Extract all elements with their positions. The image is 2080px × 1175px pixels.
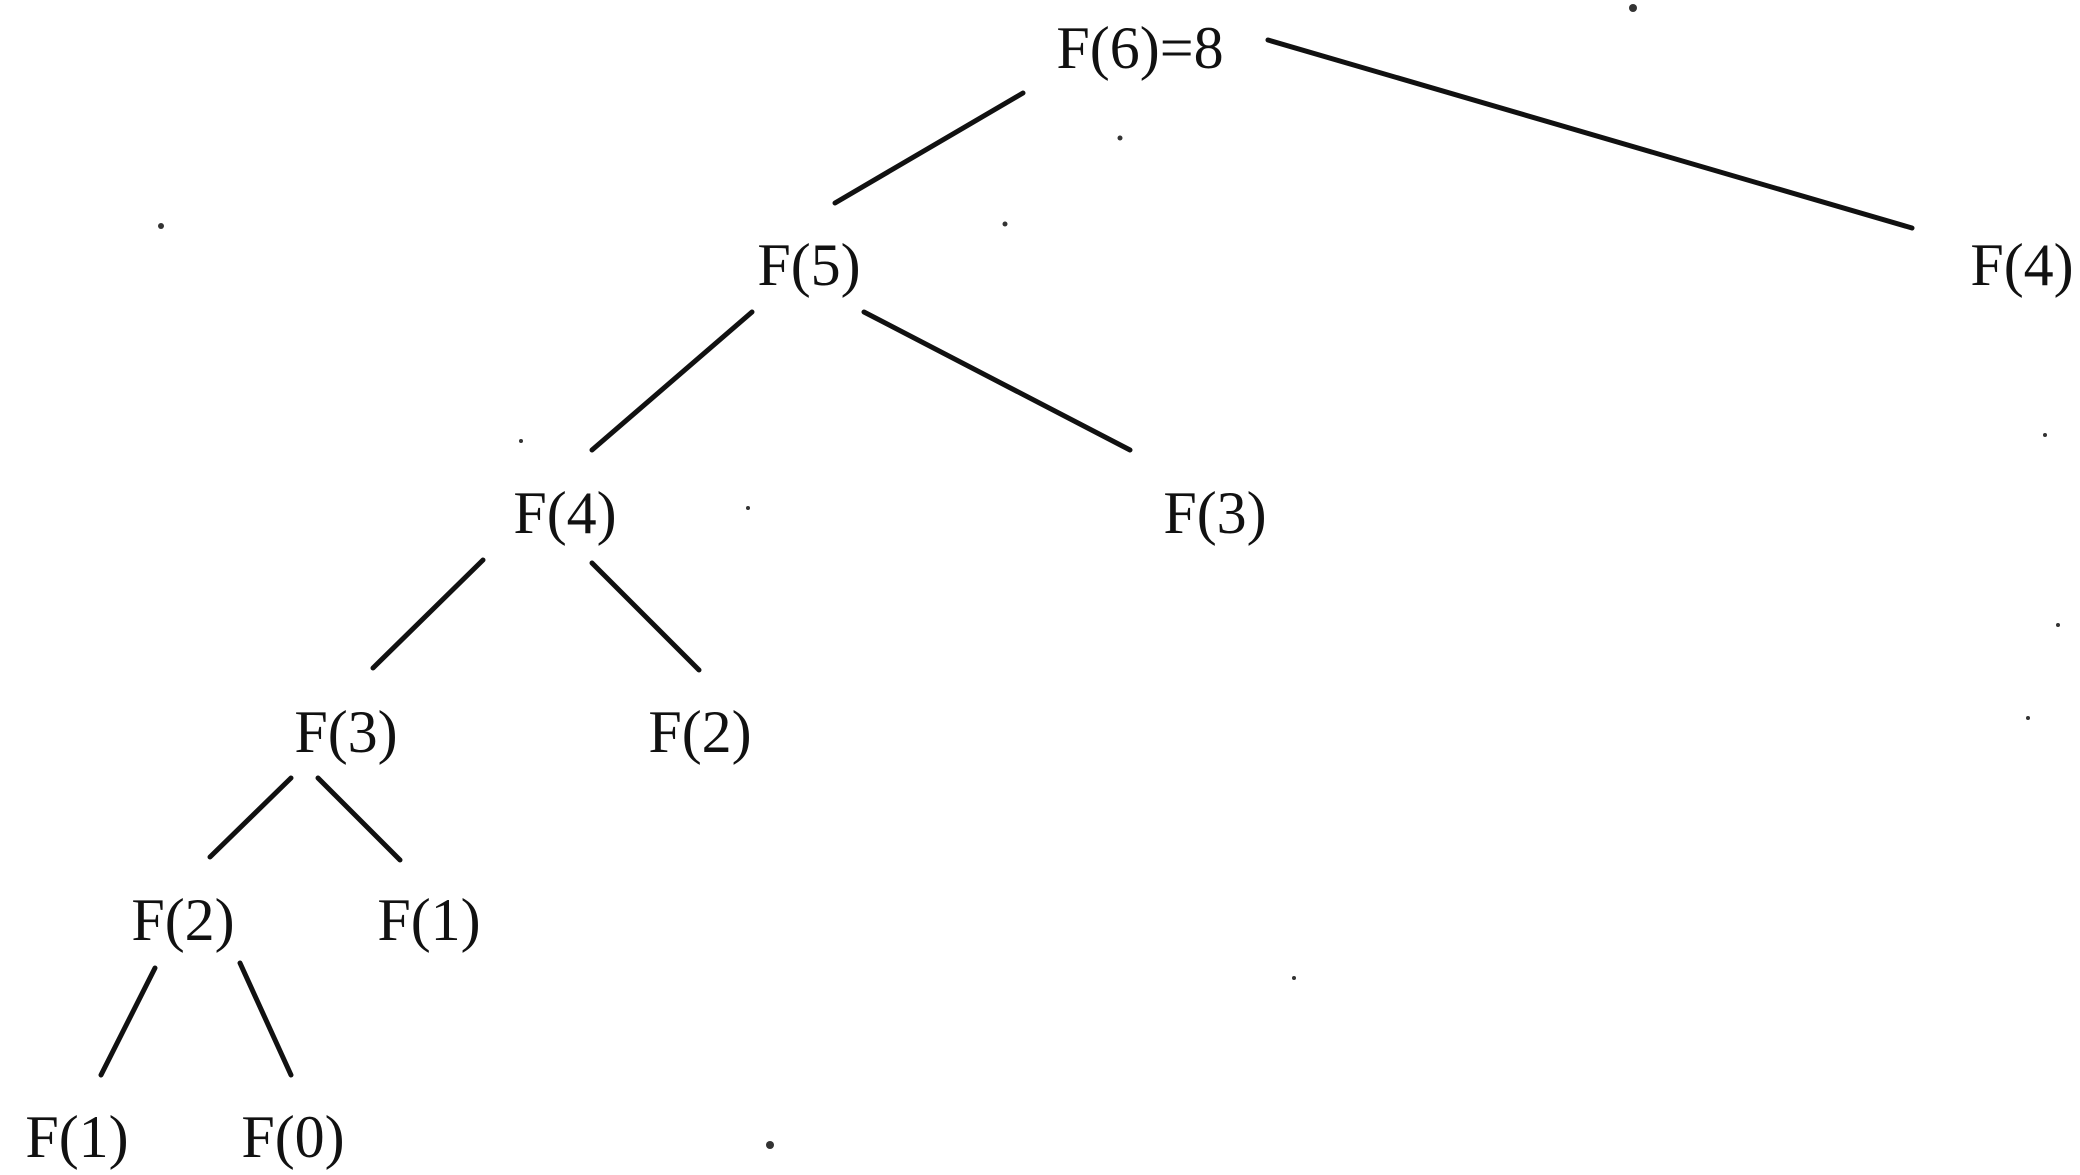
node-f6: F(6)=8 [1056,15,1223,81]
node-f4-right: F(4) [1970,232,2073,298]
edge-f3-left-f1-right [315,775,403,863]
node-f2-right: F(2) [648,699,751,765]
speck [2056,623,2060,627]
speck [158,223,164,229]
edge-f2-left-f0 [237,960,294,1078]
speck [519,439,523,443]
node-f4-left: F(4) [513,480,616,546]
node-f3-right: F(3) [1163,480,1266,546]
tree-nodes: F(6)=8 F(5) F(4) F(4) F(3) F(3) F(2) F(2… [25,15,2073,1170]
node-f0: F(0) [241,1104,344,1170]
node-f1-right: F(1) [377,887,480,953]
edge-f5-f4-left [589,309,755,453]
node-f1-left: F(1) [25,1104,128,1170]
speck [766,1141,774,1149]
speck [1002,221,1008,227]
edge-f4-left-f2-right [589,560,702,673]
tree-edges [98,37,1915,1078]
edge-f6-f5 [832,90,1026,206]
speck [1117,135,1123,141]
node-f5: F(5) [757,232,860,298]
speck [1629,4,1637,12]
edge-f2-left-f1-left [98,965,158,1078]
speck [1292,976,1296,980]
edge-f6-f4-right [1265,37,1915,231]
edge-f5-f3-right [861,309,1133,453]
scan-specks [158,4,2060,1149]
node-f2-left: F(2) [131,887,234,953]
speck [746,506,750,510]
speck [2026,716,2030,720]
speck [2043,433,2047,437]
edge-f4-left-f3-left [370,557,486,671]
node-f3-left: F(3) [294,699,397,765]
edge-f3-left-f2-left [207,775,294,860]
